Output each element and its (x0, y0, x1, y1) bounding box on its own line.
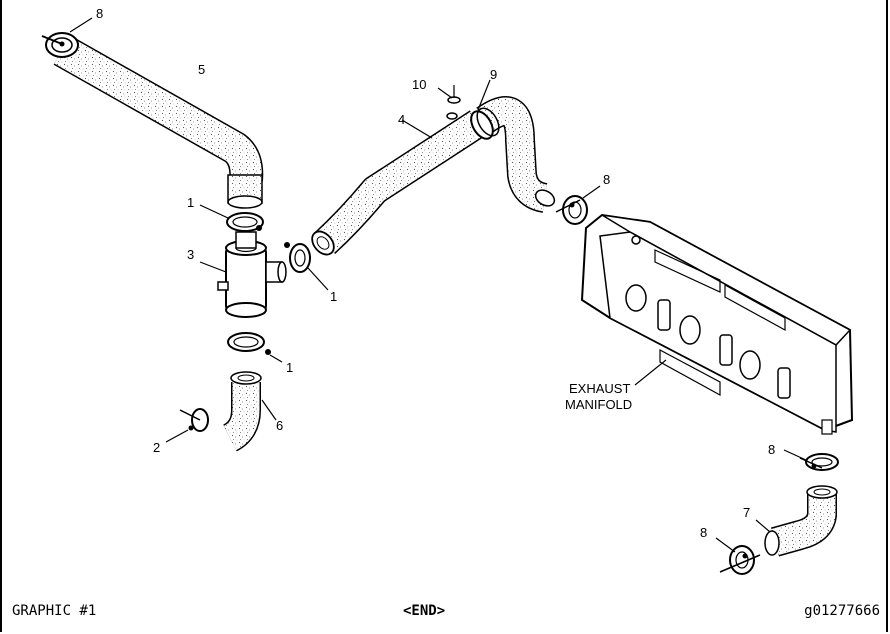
clamp-8-manifold (555, 185, 601, 225)
label-hose-5: 5 (198, 62, 205, 77)
hose-6 (222, 371, 277, 452)
clamp-1-upper (199, 204, 264, 232)
coupling-9 (470, 79, 556, 213)
label-hose-6: 6 (276, 418, 283, 433)
graphic-id: g01277666 (804, 603, 880, 619)
graphic-number: GRAPHIC #1 (12, 603, 97, 619)
clamp-8-bottom-right (715, 537, 761, 575)
clamp-8-right-upper (783, 449, 839, 471)
label-clamp-1-lower: 1 (286, 360, 293, 375)
label-exhaust: EXHAUST (569, 381, 630, 396)
label-clamp-8-top-left: 8 (96, 6, 103, 21)
label-clamp-8-right-upper: 8 (768, 442, 775, 457)
label-clamp-8-bottom-right: 8 (700, 525, 707, 540)
label-thermostat-3: 3 (187, 247, 194, 262)
exhaust-manifold (580, 213, 854, 435)
label-hose-4: 4 (398, 112, 405, 127)
hose-4 (311, 110, 487, 256)
label-clamp-1-upper: 1 (187, 195, 194, 210)
clamp-2-small (165, 408, 209, 443)
end-marker: <END> (403, 603, 446, 619)
thermostat-housing-3 (199, 231, 287, 318)
label-manifold: MANIFOLD (565, 397, 632, 412)
label-clamp-8-manifold: 8 (603, 172, 610, 187)
clamp-8-top-left (41, 17, 93, 58)
label-clamp-2: 2 (153, 440, 160, 455)
clamp-1-lower (227, 332, 283, 363)
hose-7 (755, 485, 838, 557)
fitting-10 (437, 85, 461, 120)
label-hose-7: 7 (743, 505, 750, 520)
clamp-1-side (284, 242, 329, 291)
label-fitting-10: 10 (412, 77, 426, 92)
label-clamp-1-side: 1 (330, 289, 337, 304)
hose-5 (53, 35, 264, 209)
label-coupling-9: 9 (490, 67, 497, 82)
